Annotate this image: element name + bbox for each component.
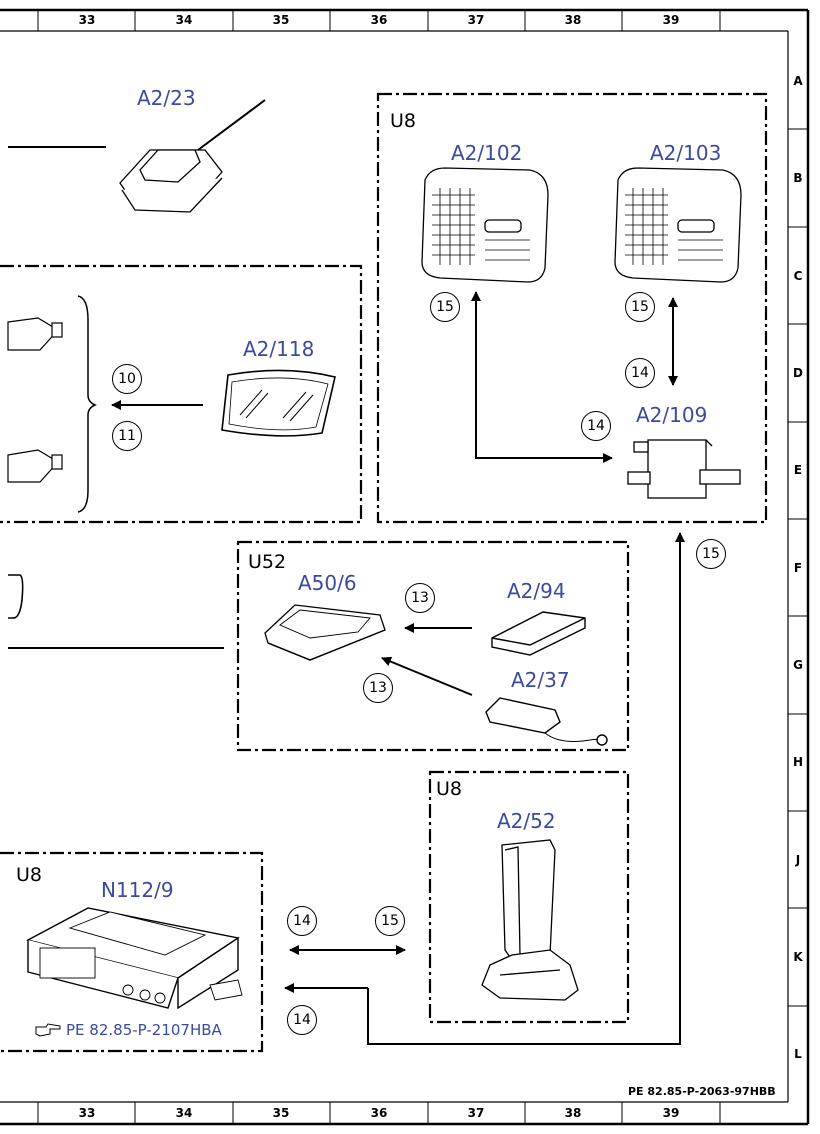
group-label-u8-bottom: U8 xyxy=(16,864,42,886)
row-g: G xyxy=(793,658,803,672)
callout-11: 11 xyxy=(112,421,142,451)
box-left-upper xyxy=(0,264,363,524)
box-u8-mid xyxy=(428,770,630,1024)
row-f: F xyxy=(793,561,803,575)
column-34-bottom: 34 xyxy=(175,1106,193,1120)
component-label-a2-103: A2/103 xyxy=(650,141,722,165)
row-k: K xyxy=(793,950,803,964)
row-c: C xyxy=(793,269,803,283)
group-label-u8-top: U8 xyxy=(390,110,416,132)
component-label-a50-6: A50/6 xyxy=(298,571,357,595)
component-label-a2-109: A2/109 xyxy=(636,403,708,427)
component-label-a2-37: A2/37 xyxy=(511,668,570,692)
component-label-a2-102: A2/102 xyxy=(451,141,523,165)
frame xyxy=(0,8,810,1126)
callout-13-a2-94: 13 xyxy=(405,583,435,613)
column-38-top: 38 xyxy=(564,13,582,27)
callout-14-return: 14 xyxy=(287,1005,317,1035)
group-label-u8-mid: U8 xyxy=(436,778,462,800)
column-39-top: 39 xyxy=(662,13,680,27)
component-label-a2-94: A2/94 xyxy=(507,579,566,603)
module-n112-9-drawing xyxy=(26,907,243,1010)
antenna-a2-23-drawing xyxy=(119,99,266,213)
module-a2-102-drawing xyxy=(421,167,549,283)
left-connectors-drawing xyxy=(7,295,97,619)
callout-15-a2-103: 15 xyxy=(625,292,655,322)
column-33-top: 33 xyxy=(78,13,96,27)
module-a50-6-drawing xyxy=(264,604,386,661)
column-35-top: 35 xyxy=(272,13,290,27)
callout-15-a2-52: 15 xyxy=(375,906,405,936)
callout-15-a2-102: 15 xyxy=(430,292,460,322)
row-j: J xyxy=(795,853,801,867)
component-label-a2-52: A2/52 xyxy=(497,809,556,833)
connection-arrows xyxy=(111,291,685,1045)
column-34-top: 34 xyxy=(175,13,193,27)
module-a2-52-drawing xyxy=(481,839,579,1001)
column-36-bottom: 36 xyxy=(370,1106,388,1120)
column-35-bottom: 35 xyxy=(272,1106,290,1120)
component-label-a2-23: A2/23 xyxy=(137,86,196,110)
callout-14-n112-9: 14 xyxy=(287,906,317,936)
group-label-u52: U52 xyxy=(248,551,287,573)
reference-link[interactable]: PE 82.85-P-2107HBA xyxy=(66,1021,222,1039)
column-33-bottom: 33 xyxy=(78,1106,96,1120)
row-l: L xyxy=(794,1047,802,1061)
callout-13-a2-37: 13 xyxy=(363,673,393,703)
column-37-top: 37 xyxy=(467,13,485,27)
callout-10: 10 xyxy=(112,364,142,394)
module-a2-37-drawing xyxy=(485,697,608,746)
windscreen-a2-118-drawing xyxy=(221,369,336,437)
component-label-a2-118: A2/118 xyxy=(243,337,315,361)
module-a2-103-drawing xyxy=(614,167,742,283)
row-a: A xyxy=(793,74,803,88)
column-37-bottom: 37 xyxy=(467,1106,485,1120)
row-b: B xyxy=(793,171,803,185)
module-a2-94-drawing xyxy=(491,611,586,656)
column-39-bottom: 39 xyxy=(662,1106,680,1120)
component-label-n112-9: N112/9 xyxy=(101,878,174,902)
pointing-hand-icon xyxy=(35,1023,61,1037)
row-d: D xyxy=(793,366,803,380)
box-u8-bottom xyxy=(0,851,264,1053)
column-38-bottom: 38 xyxy=(564,1106,582,1120)
module-a2-109-drawing xyxy=(627,439,741,499)
callout-14-a2-103: 14 xyxy=(625,358,655,388)
callout-15-right: 15 xyxy=(696,539,726,569)
group-boxes xyxy=(0,92,768,1053)
column-36-top: 36 xyxy=(370,13,388,27)
row-e: E xyxy=(793,463,803,477)
box-u8-top xyxy=(376,92,768,524)
callout-14-a2-109: 14 xyxy=(581,411,611,441)
box-u52 xyxy=(236,540,630,752)
document-id: PE 82.85-P-2063-97HBB xyxy=(628,1085,776,1098)
row-h: H xyxy=(792,755,804,769)
